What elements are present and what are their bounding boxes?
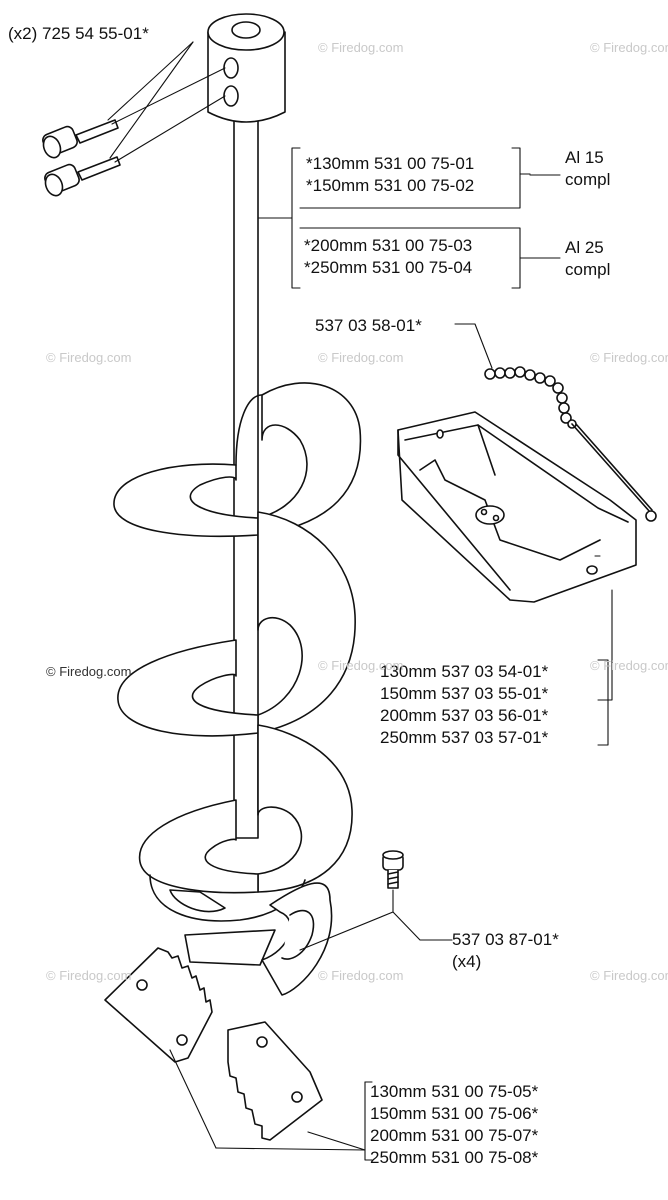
auger-flight-middle <box>117 511 356 737</box>
watermark: © Firedog.com <box>590 40 668 55</box>
watermark: © Firedog.com <box>318 350 404 365</box>
shaft-al15-130-label: *130mm 531 00 75-01 <box>306 154 475 173</box>
auger-flight-lower <box>138 724 353 894</box>
cutter-head <box>149 874 333 996</box>
blade-250-label: 250mm 531 00 75-08* <box>370 1148 539 1167</box>
al25-compl-label: compl <box>565 260 611 279</box>
watermark: © Firedog.com <box>590 350 668 365</box>
blade-130-label: 130mm 531 00 75-05* <box>370 1082 539 1101</box>
screw-lower <box>44 156 121 197</box>
blade-200-label: 200mm 531 00 75-07* <box>370 1126 539 1145</box>
cutting-blade-right <box>227 1021 323 1141</box>
watermark: © Firedog.com <box>318 968 404 983</box>
watermark: © Firedog.com <box>318 658 404 673</box>
leader-lines <box>107 41 613 1161</box>
watermark: © Firedog.com <box>46 664 132 679</box>
al25-model-label: Al 25 <box>565 238 604 257</box>
watermark: © Firedog.com <box>590 658 668 673</box>
blade-guard <box>397 411 637 603</box>
cutting-blade-left <box>104 947 213 1063</box>
auger-flight-upper <box>113 382 362 538</box>
guard-130-label: 130mm 537 03 54-01* <box>380 662 549 681</box>
watermark: © Firedog.com <box>46 350 132 365</box>
shaft-coupling <box>207 13 286 123</box>
bolt-part-label: 537 03 87-01* <box>452 930 559 949</box>
mounting-bolt <box>382 850 404 889</box>
guard-250-label: 250mm 537 03 57-01* <box>380 728 549 747</box>
guard-200-label: 200mm 537 03 56-01* <box>380 706 549 725</box>
blade-150-label: 150mm 531 00 75-06* <box>370 1104 539 1123</box>
al15-model-label: Al 15 <box>565 148 604 167</box>
watermark: © Firedog.com <box>318 40 404 55</box>
al15-compl-label: compl <box>565 170 611 189</box>
shaft-al25-200-label: *200mm 531 00 75-03 <box>304 236 473 255</box>
screw-upper <box>42 119 119 159</box>
retaining-chain <box>484 366 657 522</box>
chain-part-label: 537 03 58-01* <box>315 316 422 335</box>
bolt-qty-label: (x4) <box>452 952 482 971</box>
shaft-al25-250-label: *250mm 531 00 75-04 <box>304 258 473 277</box>
watermark: © Firedog.com <box>46 968 132 983</box>
screw-part-label: (x2) 725 54 55-01* <box>8 24 149 43</box>
guard-150-label: 150mm 537 03 55-01* <box>380 684 549 703</box>
watermark: © Firedog.com <box>590 968 668 983</box>
shaft-al15-150-label: *150mm 531 00 75-02 <box>306 176 475 195</box>
